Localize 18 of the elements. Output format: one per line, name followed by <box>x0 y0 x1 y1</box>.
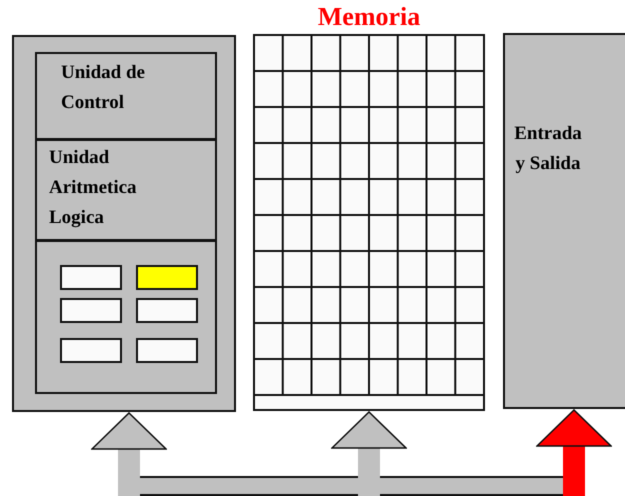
register-box <box>60 298 122 323</box>
bus-arrow <box>91 412 167 496</box>
bus-arrow <box>536 409 612 496</box>
node-label: Unidad de Control <box>61 61 146 115</box>
register-box <box>136 265 198 290</box>
register-box <box>60 338 122 363</box>
memory-title: Memoria <box>316 2 422 32</box>
bus-arrow <box>331 411 407 496</box>
input-output-box <box>503 33 625 409</box>
register-box <box>60 265 122 290</box>
register-panel <box>35 240 217 394</box>
register-box <box>136 338 198 363</box>
node-label: Entrada y Salida <box>513 122 583 176</box>
control-unit-box <box>35 52 217 140</box>
alu-box <box>35 139 217 241</box>
processor-box <box>12 35 236 412</box>
register-box <box>136 298 198 323</box>
node-label: Unidad Aritmetica Logica <box>49 146 138 230</box>
